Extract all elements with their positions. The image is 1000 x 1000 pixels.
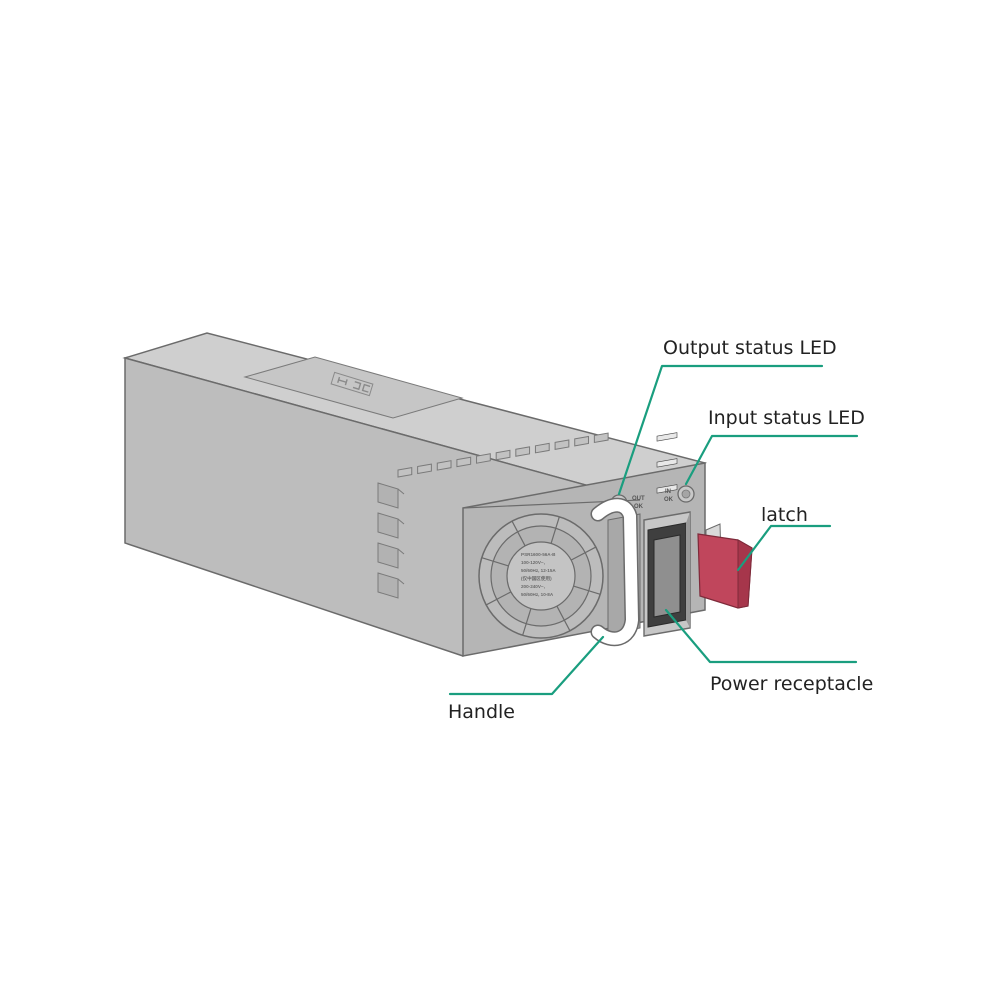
vent-tab xyxy=(495,449,511,461)
fan-spoke xyxy=(522,608,532,636)
fan-label-line: 50/60Hz, 12-15A xyxy=(521,568,556,573)
vent-tab xyxy=(456,456,472,468)
vent-tab xyxy=(397,466,413,478)
leader-output-led xyxy=(617,364,824,496)
fan-label-line: 100-120V~, xyxy=(521,560,545,565)
vent-tab xyxy=(436,460,452,471)
top-vent-tabs xyxy=(397,432,609,478)
label-input-status-led: Input status LED xyxy=(708,407,865,429)
leader-handle xyxy=(448,635,605,696)
out-led-label-2: OK xyxy=(634,504,644,510)
vent-tab xyxy=(534,442,550,454)
vent-tab xyxy=(593,432,609,444)
fan-label-line: PSR1600-56A-B xyxy=(521,552,556,557)
input-led-icon xyxy=(677,485,695,503)
fan-spoke xyxy=(485,591,512,606)
vent-tab xyxy=(554,439,570,450)
in-led-label-2: OK xyxy=(664,497,674,503)
leader-input-led xyxy=(684,434,859,486)
in-led-label-1: IN xyxy=(665,489,671,495)
vent-tab xyxy=(417,463,432,475)
fan-label-line: 50/60Hz, 10-8A xyxy=(521,592,554,597)
vent-tab xyxy=(476,453,491,464)
handle xyxy=(590,497,640,647)
latch xyxy=(697,523,753,609)
fan-label-text: PSR1600-56A-B 100-120V~, 50/60Hz, 12-15A (仅… xyxy=(521,552,556,597)
callout-leaders xyxy=(448,364,859,696)
label-power-receptacle: Power receptacle xyxy=(710,673,873,695)
fan-label-line: (仅中国区使用) xyxy=(521,575,552,582)
fan-spoke xyxy=(556,605,571,632)
fan-spoke xyxy=(550,516,560,544)
vent-tab xyxy=(574,435,589,447)
leader-power-receptacle xyxy=(664,608,858,664)
fan-label-line: 200-240V~, xyxy=(521,584,545,589)
fan-spoke xyxy=(573,585,601,595)
label-latch: latch xyxy=(761,504,808,526)
out-led-label-1: OUT xyxy=(632,496,645,502)
power-receptacle xyxy=(643,432,691,637)
power-supply-module: PSR1600-56A-B 100-120V~, 50/60Hz, 12-15A (仅… xyxy=(122,332,753,657)
vent-tab xyxy=(515,446,531,457)
fan-grille-icon xyxy=(478,513,604,639)
fan-spoke xyxy=(481,557,509,567)
label-handle: Handle xyxy=(448,701,515,723)
h3c-logo-icon xyxy=(330,371,374,397)
fan-spoke xyxy=(570,546,597,561)
side-vent-tabs xyxy=(377,482,405,599)
label-output-status-led: Output status LED xyxy=(663,337,837,359)
leader-latch xyxy=(736,524,832,572)
fan-spoke xyxy=(511,520,526,547)
